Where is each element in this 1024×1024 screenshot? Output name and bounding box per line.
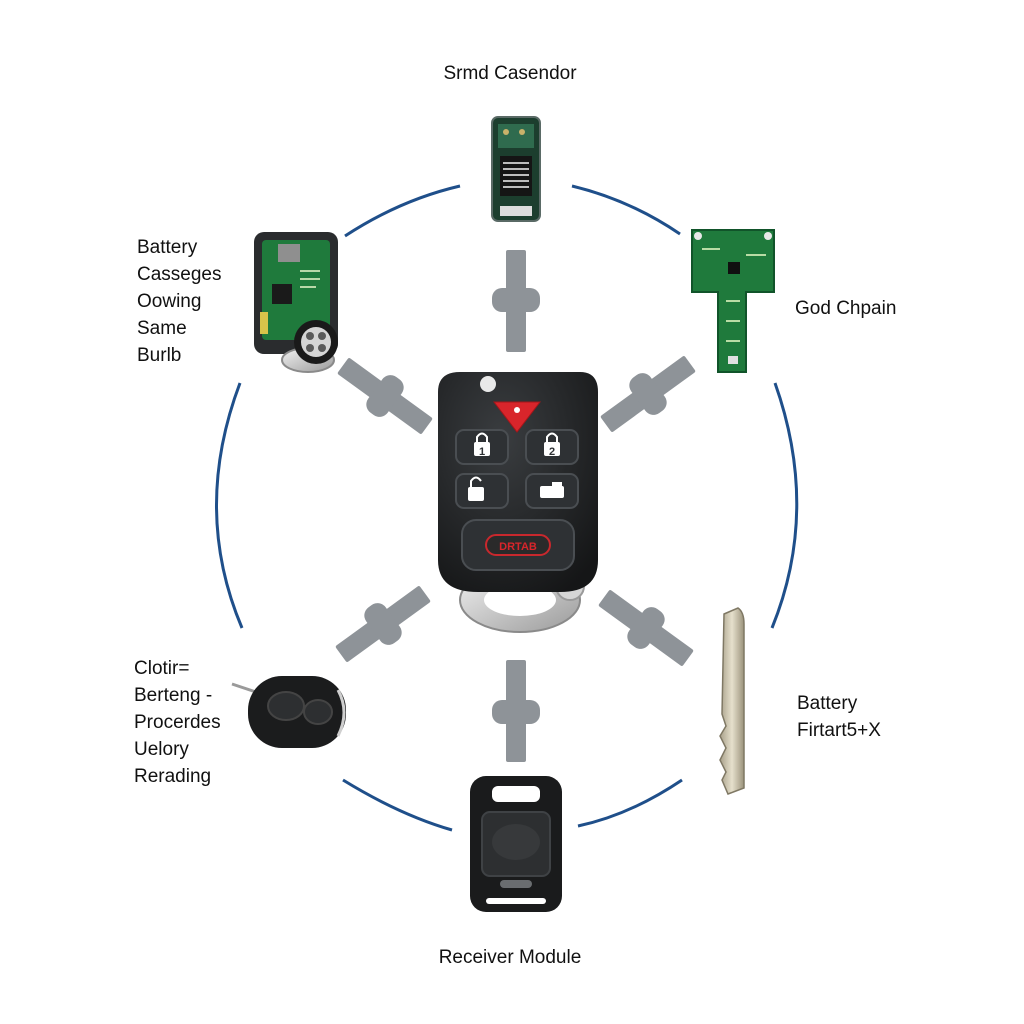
ring-arc-left: [215, 382, 244, 629]
label-line: Oowing: [137, 291, 202, 312]
ring-arc-bottom-right: [577, 778, 683, 828]
label-bottom-text: Receiver Module: [438, 947, 582, 968]
connector-top-left: [337, 358, 433, 434]
connectors: [335, 250, 696, 762]
label-line: Burlb: [137, 345, 182, 366]
ring-arc-top-left: [344, 184, 461, 238]
fob-button-2-number: 2: [549, 446, 555, 458]
label-line: Uelory: [134, 739, 189, 760]
label-top: Srmd Casendor: [340, 60, 680, 87]
label-line: Clotir=: [134, 658, 190, 679]
ring-arc-top-right: [571, 184, 681, 236]
connector-bottom-right: [598, 590, 694, 666]
label-right-bottom: Battery Firtart5+X: [797, 690, 881, 744]
label-line: Procerdes: [134, 712, 221, 733]
circuit-board-icon: [691, 229, 775, 373]
label-line: Same: [137, 318, 187, 339]
label-right-top: God Chpain: [795, 295, 896, 322]
connector-top-right: [600, 356, 696, 432]
label-left-bottom: Clotir= Berteng - Procerdes Uelory Rerad…: [134, 655, 221, 790]
label-line: Firtart5+X: [797, 720, 881, 741]
label-line: Rerading: [134, 766, 212, 787]
connector-bottom-left: [335, 586, 431, 662]
fob-button-1-number: 1: [479, 446, 485, 458]
label-line: Battery: [137, 237, 198, 258]
battery-casing-icon: [254, 232, 338, 373]
label-top-text: Srmd Casendor: [443, 63, 577, 84]
receiver-module-icon: [470, 776, 562, 912]
ring-arc-right: [770, 382, 799, 629]
label-right-top-text: God Chpain: [795, 298, 897, 319]
key-blade-icon: [719, 607, 745, 795]
car-key-fob-icon: [438, 372, 598, 633]
ring-arc-bottom-left: [342, 778, 453, 832]
label-left-top: Battery Casseges Oowing Same Burlb: [137, 234, 222, 369]
label-line: Battery: [797, 693, 858, 714]
label-bottom: Receiver Module: [340, 944, 680, 971]
ring-arcs: [215, 184, 799, 832]
connector-top: [492, 250, 540, 352]
fob-brand-badge: DRTAB: [499, 541, 537, 553]
panic-button-icon: [492, 401, 542, 433]
connector-bottom: [492, 660, 540, 762]
label-line: Berteng -: [134, 685, 213, 706]
label-line: Casseges: [137, 264, 222, 285]
small-remote-icon: [231, 676, 346, 748]
pcb-module-icon: [491, 116, 541, 222]
